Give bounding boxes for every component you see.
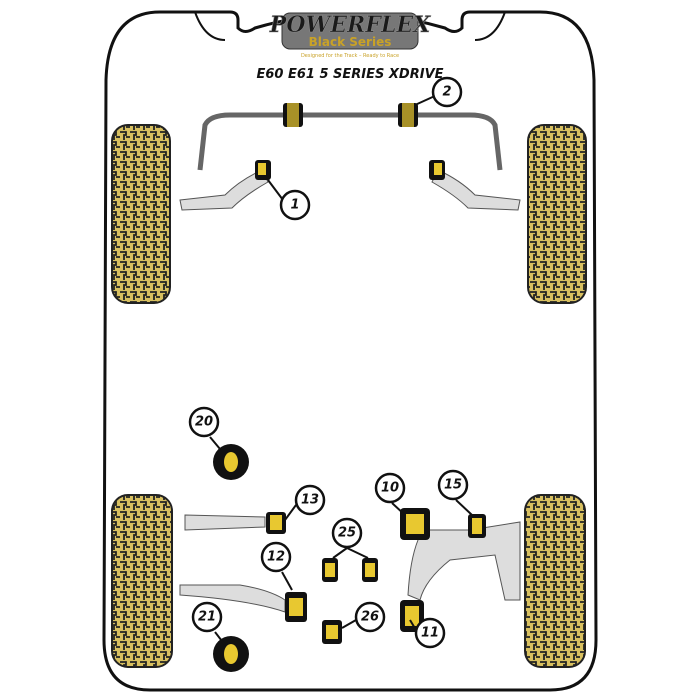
label-circle bbox=[191, 601, 223, 633]
bushing-25-a bbox=[322, 558, 338, 582]
front-right-wheel bbox=[527, 124, 587, 304]
bushing-1-left bbox=[255, 160, 271, 180]
part-label-1: 1 bbox=[279, 189, 311, 221]
label-number: 12 bbox=[267, 550, 285, 565]
part-label-10: 10 bbox=[374, 472, 406, 504]
label-number: 25 bbox=[338, 526, 356, 541]
label-circle bbox=[294, 484, 326, 516]
part-label-21: 21 bbox=[191, 601, 223, 633]
vehicle-title: E60 E61 5 SERIES XDRIVE bbox=[256, 67, 443, 82]
bushing-2-right bbox=[398, 103, 418, 127]
rear-left-wheel bbox=[111, 494, 173, 668]
part-label-20: 20 bbox=[188, 406, 220, 438]
rear-wishbone bbox=[407, 521, 521, 601]
part-label-11: 11 bbox=[414, 617, 446, 649]
bushing-1-right bbox=[429, 160, 445, 180]
label-number: 1 bbox=[290, 198, 299, 213]
front-right-arm bbox=[431, 169, 521, 211]
label-circle bbox=[414, 617, 446, 649]
label-number: 2 bbox=[442, 85, 451, 100]
bushing-26 bbox=[322, 620, 342, 644]
bushing-12 bbox=[285, 592, 307, 622]
label-circle bbox=[188, 406, 220, 438]
bushing-20 bbox=[213, 444, 249, 480]
label-circle bbox=[374, 472, 406, 504]
label-circle bbox=[260, 541, 292, 573]
svg-text:POWERFLEX: POWERFLEX bbox=[269, 12, 431, 38]
part-label-15: 15 bbox=[437, 469, 469, 501]
leader-lines bbox=[209, 94, 473, 646]
label-number: 20 bbox=[195, 415, 213, 430]
label-circle bbox=[279, 189, 311, 221]
front-left-wheel bbox=[111, 124, 171, 304]
part-label-13: 13 bbox=[294, 484, 326, 516]
label-number: 11 bbox=[421, 626, 439, 641]
part-label-2: 2 bbox=[431, 76, 463, 108]
part-label-26: 26 bbox=[354, 601, 386, 633]
part-label-12: 12 bbox=[260, 541, 292, 573]
anti-roll-bar bbox=[197, 112, 503, 171]
bushing-13 bbox=[266, 512, 286, 534]
label-number: 13 bbox=[301, 493, 319, 508]
powerflex-logo: POWERFLEX Black Series Designed for the … bbox=[268, 12, 431, 59]
bushing-25-b bbox=[362, 558, 378, 582]
svg-text:Designed for the Track – Ready: Designed for the Track – Ready to Race bbox=[301, 53, 399, 59]
bushing-10 bbox=[400, 508, 430, 540]
label-number: 26 bbox=[361, 610, 379, 625]
part-label-25: 25 bbox=[331, 517, 363, 549]
label-number: 10 bbox=[381, 481, 399, 496]
rear-lower-arm-left bbox=[179, 584, 286, 613]
rear-right-wheel bbox=[524, 494, 586, 668]
label-circle bbox=[331, 517, 363, 549]
label-circle bbox=[431, 76, 463, 108]
rear-upper-arm-left bbox=[184, 514, 266, 531]
bushing-15 bbox=[468, 514, 486, 538]
svg-text:Black Series: Black Series bbox=[309, 35, 392, 49]
label-number: 15 bbox=[444, 478, 462, 493]
front-left-arm bbox=[179, 169, 269, 211]
label-number: 21 bbox=[198, 610, 216, 625]
bushing-21 bbox=[213, 636, 249, 672]
label-circle bbox=[354, 601, 386, 633]
label-circle bbox=[437, 469, 469, 501]
bushing-2-left bbox=[283, 103, 303, 127]
